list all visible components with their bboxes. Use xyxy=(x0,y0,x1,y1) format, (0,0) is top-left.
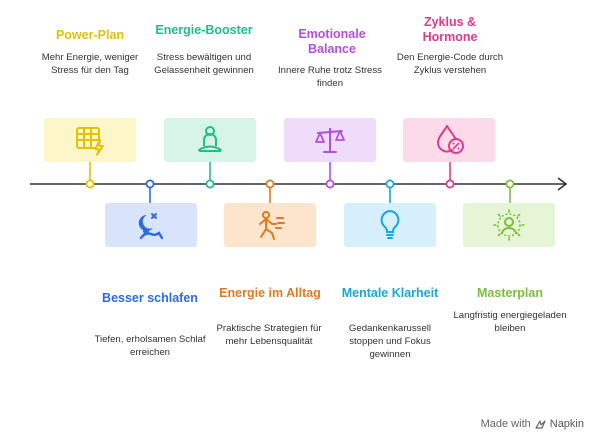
lightbulb-icon xyxy=(380,209,400,239)
napkin-logo-icon xyxy=(535,419,546,429)
radiant-person-icon xyxy=(493,209,525,241)
timeline-dot-emotionale-balance xyxy=(325,179,335,189)
stage-box-masterplan xyxy=(463,203,555,247)
stage-desc-besser-schlafen: Tiefen, erholsamen Schlaf erreichen xyxy=(94,334,206,358)
balance-scale-icon xyxy=(315,128,345,153)
stage-desc-masterplan: Langfristig energiegeladen bleiben xyxy=(453,310,567,334)
stage-box-emotionale-balance xyxy=(284,118,376,162)
stage-desc-energie-booster: Stress bewältigen und Gelassenheit gewin… xyxy=(154,52,254,76)
stage-desc-zyklus-hormone: Den Energie-Code durch Zyklus verstehen xyxy=(396,52,504,76)
stage-title-emotionale-balance: Emotionale Balance xyxy=(298,27,366,56)
timeline-dot-power-plan xyxy=(85,179,95,189)
branding-prefix: Made with xyxy=(480,418,531,430)
stage-title-power-plan: Power-Plan xyxy=(55,28,125,42)
timeline-dot-zyklus-hormone xyxy=(445,179,455,189)
stage-desc-power-plan: Mehr Energie, weniger Stress für den Tag xyxy=(41,52,139,76)
stage-desc-energie-im-alltag: Praktische Strategien für mehr Lebensqua… xyxy=(216,323,322,347)
timeline-dot-energie-im-alltag xyxy=(265,179,275,189)
stage-desc-emotionale-balance: Innere Ruhe trotz Stress finden xyxy=(278,65,382,89)
stage-box-energie-booster xyxy=(164,118,256,162)
timeline-dot-besser-schlafen xyxy=(145,179,155,189)
stage-title-besser-schlafen: Besser schlafen xyxy=(102,291,198,305)
timeline-dot-masterplan xyxy=(505,179,515,189)
branding-name: Napkin xyxy=(549,418,584,430)
stage-box-mentale-klarheit xyxy=(344,203,436,247)
stage-title-energie-booster: Energie-Booster xyxy=(155,23,253,37)
meditation-icon xyxy=(198,126,222,152)
stage-box-power-plan xyxy=(44,118,136,162)
stage-title-energie-im-alltag: Energie im Alltag xyxy=(219,286,321,300)
sleep-icon xyxy=(138,213,164,240)
timeline-dot-energie-booster xyxy=(205,179,215,189)
stage-box-besser-schlafen xyxy=(105,203,197,247)
timeline-arrow xyxy=(557,177,568,191)
napkin-branding: Made with Napkin xyxy=(481,418,584,430)
running-person-icon xyxy=(259,211,285,240)
drop-percent-icon xyxy=(436,125,464,154)
stage-title-zyklus-hormone: Zyklus & Hormone xyxy=(422,15,478,44)
stage-box-zyklus-hormone xyxy=(403,118,495,162)
stage-box-energie-im-alltag xyxy=(224,203,316,247)
stage-desc-mentale-klarheit: Gedankenkarussell stoppen und Fokus gewi… xyxy=(348,323,432,360)
spreadsheet-bolt-icon xyxy=(76,127,104,156)
timeline-dot-mentale-klarheit xyxy=(385,179,395,189)
stage-title-masterplan: Masterplan xyxy=(477,286,543,300)
stage-title-mentale-klarheit: Mentale Klarheit xyxy=(341,286,439,300)
